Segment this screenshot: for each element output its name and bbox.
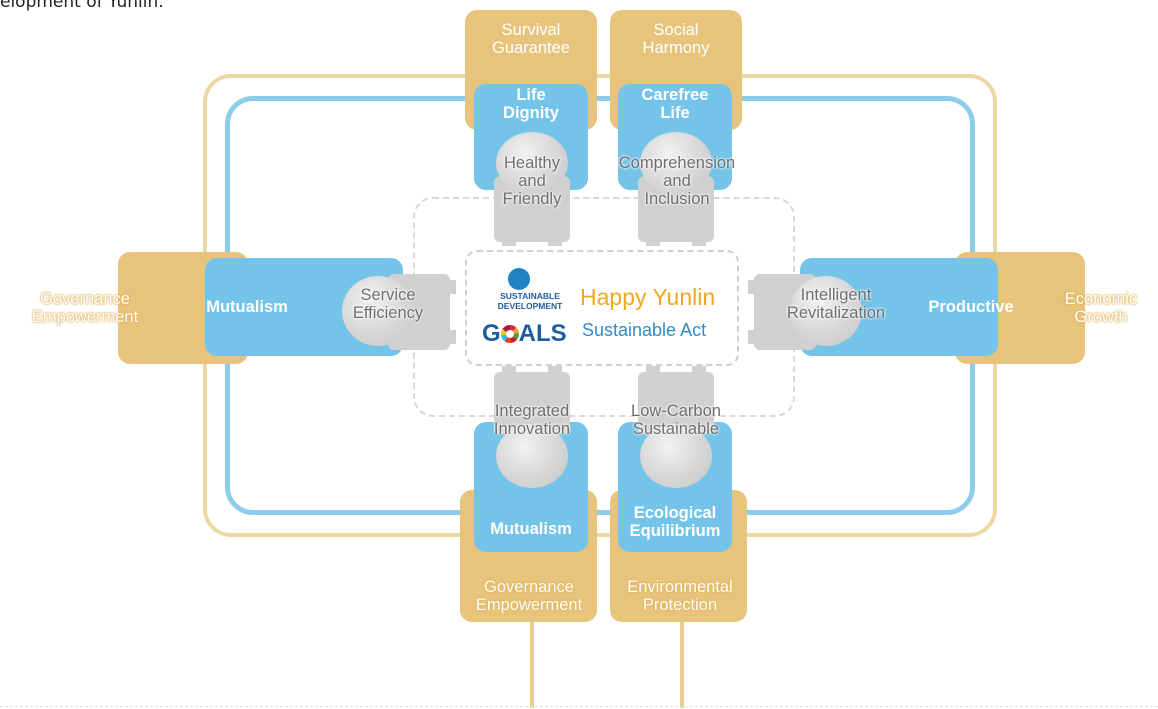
bulb-left	[342, 276, 414, 346]
goals-g: G	[482, 320, 501, 347]
bulb-bottom-right	[640, 424, 712, 488]
un-emblem-icon	[508, 268, 530, 290]
center-subtitle: Sustainable Act	[582, 320, 707, 340]
bulb-top-right	[640, 132, 712, 194]
mutualism-left-label: Mutualism	[206, 298, 288, 316]
intro-text: elopment of Yunlin.	[0, 0, 164, 12]
puzzle-notch	[646, 366, 660, 376]
goals-als: ALS	[518, 320, 567, 347]
bulb-right	[790, 276, 862, 346]
puzzle-notch	[446, 280, 456, 294]
puzzle-notch	[646, 236, 660, 246]
bottom-dashed-divider	[0, 706, 1158, 707]
puzzle-notch	[502, 366, 516, 376]
center-title: Happy Yunlin	[580, 284, 716, 310]
puzzle-notch	[446, 330, 456, 344]
sdg-line1: SUSTAINABLE	[500, 291, 560, 301]
sdg-text: SUSTAINABLE DEVELOPMENT	[482, 291, 578, 312]
productive-label: Productive	[928, 298, 1014, 316]
bulb-bottom-left	[496, 424, 568, 488]
puzzle-notch	[748, 330, 758, 344]
connector-line-right	[680, 622, 684, 708]
connector-line-left	[530, 622, 534, 708]
puzzle-piece-bottom-right	[638, 372, 714, 434]
bulb-top-left	[496, 132, 568, 194]
center-panel	[465, 250, 739, 366]
puzzle-notch	[692, 236, 706, 246]
mutualism-bottom-label: Mutualism	[490, 520, 572, 538]
sdg-wheel-icon	[500, 325, 519, 343]
puzzle-notch	[502, 236, 516, 246]
puzzle-notch	[748, 280, 758, 294]
sdg-goals-logo: G ALS	[482, 320, 567, 348]
puzzle-notch	[692, 366, 706, 376]
sdg-line2: DEVELOPMENT	[497, 300, 563, 311]
puzzle-notch	[548, 236, 562, 246]
puzzle-notch	[548, 366, 562, 376]
puzzle-piece-bottom-left	[494, 372, 570, 434]
